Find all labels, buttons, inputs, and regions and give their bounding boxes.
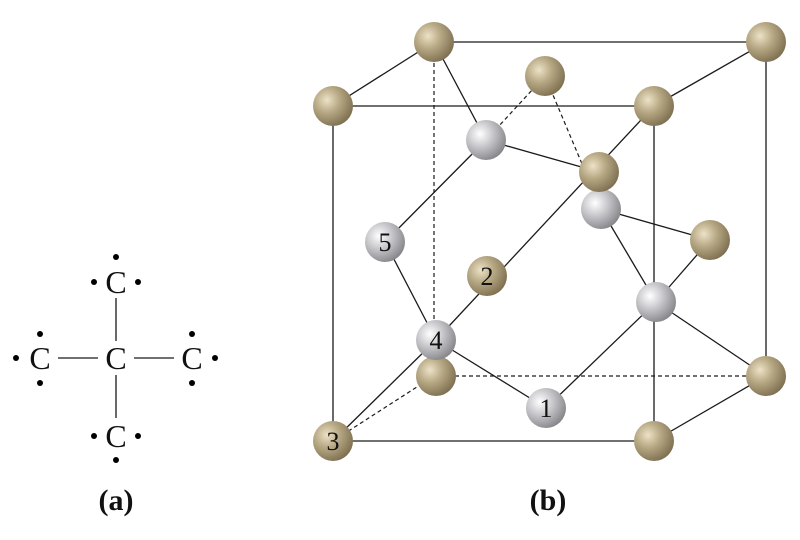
electron-dot — [13, 355, 19, 361]
gray-atom — [581, 189, 621, 229]
caption-b: (b) — [530, 484, 567, 517]
tan-atom — [634, 421, 674, 461]
atom-number-label: 5 — [379, 228, 392, 257]
electron-dot — [135, 433, 141, 439]
left-carbon: C — [29, 340, 50, 376]
center-carbon: C — [105, 340, 126, 376]
bond — [545, 301, 657, 409]
bond — [435, 105, 655, 341]
caption-a: (a) — [99, 484, 134, 517]
lewis-structure: C C C C C — [13, 254, 218, 463]
gray-atom — [466, 120, 506, 160]
electron-dot — [212, 355, 218, 361]
top-carbon: C — [105, 264, 126, 300]
electron-dot — [189, 380, 195, 386]
tan-atom — [416, 356, 456, 396]
atom-3: 3 — [313, 421, 353, 461]
tan-atom — [313, 86, 353, 126]
electron-dot — [135, 279, 141, 285]
right-carbon: C — [181, 340, 202, 376]
tan-atom — [579, 152, 619, 192]
atom-number-label: 4 — [430, 326, 443, 355]
electron-dot — [113, 254, 119, 260]
tan-atom — [525, 56, 565, 96]
atom-5: 5 — [365, 222, 405, 262]
electron-dot — [91, 279, 97, 285]
atom-2: 2 — [467, 256, 507, 296]
bond — [332, 339, 437, 442]
tan-atom — [414, 22, 454, 62]
bond — [384, 139, 487, 243]
atom-number-label: 2 — [481, 262, 494, 291]
electron-dot — [91, 433, 97, 439]
bond — [435, 339, 547, 409]
unit-cell: 2 5 4 1 3 — [313, 22, 786, 461]
atom-4: 4 — [416, 320, 456, 360]
electron-dot — [37, 380, 43, 386]
bond — [655, 301, 767, 377]
cube-edge — [653, 375, 767, 442]
electron-dot — [189, 331, 195, 337]
cube-edge — [653, 41, 767, 107]
tan-atom — [634, 86, 674, 126]
atom-number-label: 1 — [540, 394, 553, 423]
hidden-edge — [332, 375, 435, 442]
atom-1: 1 — [526, 388, 566, 428]
electron-dot — [113, 457, 119, 463]
atom-number-label: 3 — [327, 427, 340, 456]
tan-atom — [746, 356, 786, 396]
electron-dot — [37, 331, 43, 337]
gray-atom — [636, 282, 676, 322]
bottom-carbon: C — [105, 418, 126, 454]
tan-atom — [746, 22, 786, 62]
tan-atom — [690, 220, 730, 260]
